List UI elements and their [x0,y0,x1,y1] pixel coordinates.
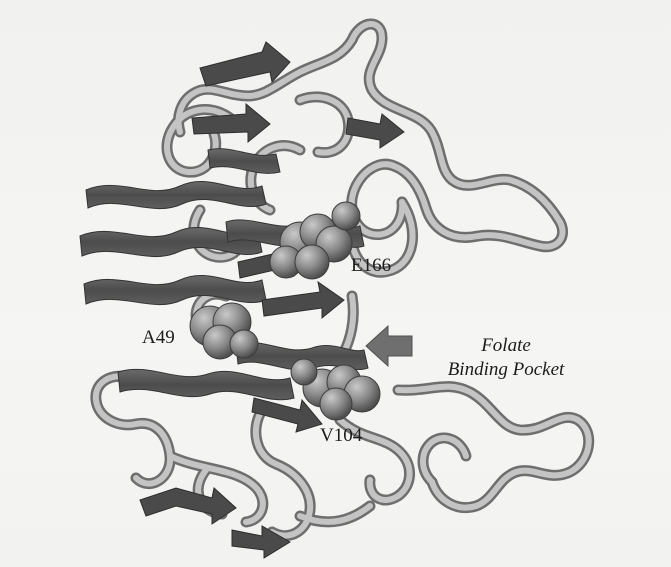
pocket-arrow [366,326,412,366]
binding-pocket-label: Folate Binding Pocket [432,334,580,382]
residue-label-v104: V104 [320,426,362,445]
binding-pocket-label-line2: Binding Pocket [432,358,580,382]
binding-pocket-label-line1: Folate [432,334,580,358]
residue-label-e166: E166 [351,256,391,275]
residue-label-a49: A49 [142,328,175,347]
coil-loops [96,24,589,536]
alpha-helices [80,149,368,400]
